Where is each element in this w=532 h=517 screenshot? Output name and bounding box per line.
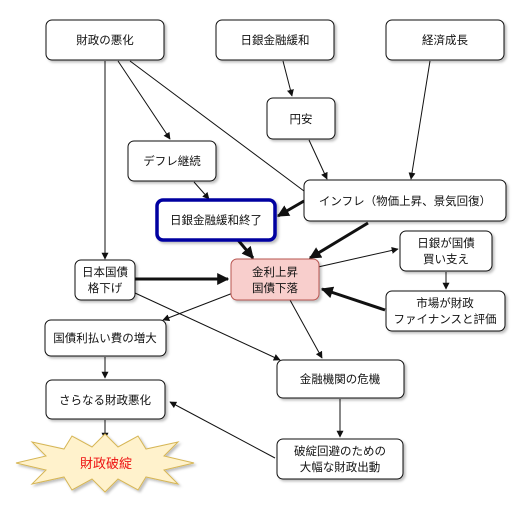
edge-rate-to-boj-buy xyxy=(317,246,399,268)
node-boj-buy-line2: 買い支え xyxy=(423,252,469,266)
node-economic-growth-label: 経済成長 xyxy=(422,33,468,47)
node-yen-weak-label: 円安 xyxy=(290,112,313,126)
node-interest-cost-increase-label: 国債利払い費の増大 xyxy=(53,331,157,345)
edge-bailout-to-further xyxy=(169,401,276,459)
node-japan-downgrade-line1: 日本国債 xyxy=(82,265,128,279)
edge-inflation-to-rate xyxy=(308,221,369,260)
node-bank-crisis-label: 金融機関の危機 xyxy=(300,372,381,386)
node-market-view-line1: 市場が財政 xyxy=(416,296,474,310)
edge-rate-to-bank xyxy=(289,299,323,359)
node-deflation-continue: デフレ継続 xyxy=(127,140,217,182)
node-bailout-line1: 破綻回避のための xyxy=(294,444,386,458)
edge-growth-to-inflation xyxy=(408,60,431,180)
node-boj-easing-label: 日銀金融緩和 xyxy=(241,33,310,47)
node-fiscal-collapse: 財政破綻 xyxy=(15,433,195,493)
node-japan-downgrade-line2: 格下げ xyxy=(88,281,123,295)
burst-shape xyxy=(15,433,195,493)
node-inflation-label: インフレ（物価上昇、景気回復） xyxy=(319,194,491,208)
node-japan-downgrade: 日本国債 格下げ xyxy=(74,259,136,301)
edge-inflation-to-end xyxy=(276,199,305,218)
node-fiscal-collapse-label: 財政破綻 xyxy=(80,457,132,472)
node-bailout: 破綻回避のための 大幅な財政出動 xyxy=(276,438,404,480)
edge-fiscal-to-deflation xyxy=(117,60,171,140)
node-interest-cost-increase: 国債利払い費の増大 xyxy=(44,319,167,357)
node-bailout-line2: 大幅な財政出動 xyxy=(300,460,381,474)
node-deflation-continue-label: デフレ継続 xyxy=(143,154,201,168)
edge-rate-to-interest xyxy=(162,292,234,321)
edge-end-to-rate xyxy=(236,239,255,259)
edges-thick xyxy=(135,199,386,312)
node-rate-rise: 金利上昇 国債下落 xyxy=(230,258,320,301)
node-market-view-line2: ファイナンスと評価 xyxy=(393,312,496,326)
node-further-fiscal-worsening: さらなる財政悪化 xyxy=(45,379,166,420)
node-rate-rise-line1: 金利上昇 xyxy=(252,265,298,279)
node-boj-easing-end: 日銀金融緩和終了 xyxy=(155,198,277,242)
node-boj-easing: 日銀金融緩和 xyxy=(215,19,335,61)
node-boj-buy-line1: 日銀が国債 xyxy=(417,236,475,250)
edge-yen-to-inflation xyxy=(308,139,328,180)
node-fiscal-worsening-label: 財政の悪化 xyxy=(76,33,134,47)
edge-deflation-to-end xyxy=(193,181,210,200)
edge-boj-to-yen xyxy=(282,60,294,97)
node-boj-buy: 日銀が国債 買い支え xyxy=(399,230,493,272)
edge-downgrade-to-bank xyxy=(134,292,281,361)
edge-market-to-rate xyxy=(320,286,386,312)
node-inflation: インフレ（物価上昇、景気回復） xyxy=(303,179,507,222)
node-rate-rise-line2: 国債下落 xyxy=(252,281,298,295)
node-fiscal-worsening: 財政の悪化 xyxy=(45,19,165,61)
node-further-fiscal-worsening-label: さらなる財政悪化 xyxy=(59,393,151,407)
node-economic-growth: 経済成長 xyxy=(385,19,505,61)
node-bank-crisis: 金融機関の危機 xyxy=(276,359,405,399)
node-yen-weak: 円安 xyxy=(266,97,336,140)
node-market-view: 市場が財政 ファイナンスと評価 xyxy=(385,290,506,332)
node-boj-easing-end-label: 日銀金融緩和終了 xyxy=(170,213,262,227)
edge-fiscal-to-inflation xyxy=(129,60,317,201)
